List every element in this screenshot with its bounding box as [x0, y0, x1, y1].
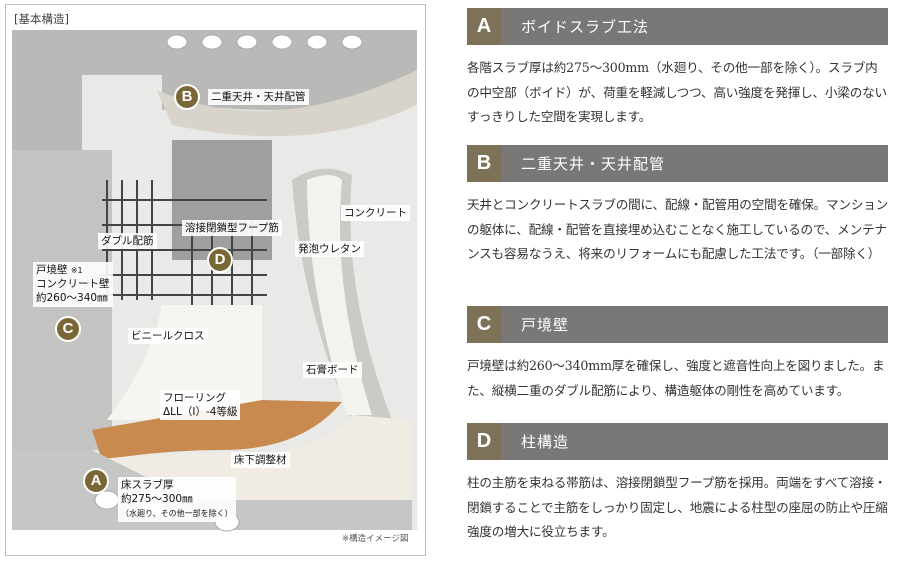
section-a: A ボイドスラブ工法 各階スラブ厚は約275〜300mm（水廻り、その他一部を除く… [467, 8, 888, 130]
label-double-rebar: ダブル配筋 [98, 233, 157, 250]
label-wall-3: 約260〜340㎜ [36, 292, 108, 305]
section-a-badge: A [467, 8, 501, 45]
gypsum-board [307, 175, 372, 415]
section-c-body: 戸境壁は約260〜340mm厚を確保し、強度と遮音性向上を図りました。また、縦横… [467, 358, 885, 398]
label-wall-2: コンクリート壁 [36, 278, 110, 291]
section-c-badge: C [467, 306, 501, 343]
section-d: D 柱構造 柱の主筋を束ねる帯筋は、溶接閉鎖型フープ筋を採用。両端をすべて溶接・閉… [467, 423, 888, 545]
marker-b: B [174, 84, 200, 110]
label-slab-1: 床スラブ厚 [121, 479, 174, 491]
label-urethane: 発泡ウレタン [295, 241, 364, 258]
structure-illustration [12, 30, 417, 532]
section-b-badge: B [467, 145, 501, 182]
section-b-header: B 二重天井・天井配管 [467, 145, 888, 182]
section-c-header: C 戸境壁 [467, 306, 888, 343]
label-hoop: 溶接閉鎖型フープ筋 [182, 220, 282, 237]
marker-c: C [55, 316, 81, 342]
section-d-header: D 柱構造 [467, 423, 888, 460]
section-c-title: 戸境壁 [521, 316, 570, 334]
section-d-body: 柱の主筋を束ねる帯筋は、溶接閉鎖型フープ筋を採用。両端をすべて溶接・閉鎖すること… [467, 475, 888, 539]
label-double-ceiling: 二重天井・天井配管 [208, 89, 309, 106]
diagram-caption: ※構造イメージ図 [342, 534, 409, 544]
section-b: B 二重天井・天井配管 天井とコンクリートスラブの間に、配線・配管用の空間を確保。… [467, 145, 888, 267]
label-wall-1: 戸境壁 [36, 264, 68, 276]
section-a-header: A ボイドスラブ工法 [467, 8, 888, 45]
flooring [92, 400, 342, 460]
label-flooring-2: ΔLL（I）-4等級 [163, 406, 238, 419]
label-flooring: フローリング ΔLL（I）-4等級 [160, 390, 241, 421]
double-ceiling [157, 70, 417, 137]
label-slab: 床スラブ厚約275〜300㎜ （水廻り、その他一部を除く） [118, 477, 236, 522]
label-subfloor: 床下調整材 [231, 452, 290, 469]
label-slab-3: （水廻り、その他一部を除く） [121, 509, 233, 519]
floor-slab [12, 450, 412, 530]
label-wall-note: ※1 [70, 266, 83, 275]
marker-d: D [207, 247, 233, 273]
section-a-title: ボイドスラブ工法 [521, 18, 650, 36]
section-a-body: 各階スラブ厚は約275〜300mm（水廻り、その他一部を除く）。スラブ内の中空部… [467, 60, 887, 124]
label-vinyl-cloth: ビニールクロス [128, 328, 208, 345]
label-gypsum: 石膏ボード [303, 362, 362, 379]
section-d-badge: D [467, 423, 501, 460]
section-c: C 戸境壁 戸境壁は約260〜340mm厚を確保し、強度と遮音性向上を図りました。… [467, 306, 888, 403]
label-flooring-1: フローリング [163, 392, 226, 404]
label-wall: 戸境壁 ※1 コンクリート壁約260〜340㎜ [33, 262, 113, 307]
label-slab-2: 約275〜300㎜ [121, 493, 193, 506]
marker-a: A [83, 468, 109, 494]
section-d-title: 柱構造 [521, 433, 570, 451]
diagram-title: [基本構造] [14, 12, 69, 26]
section-b-body: 天井とコンクリートスラブの間に、配線・配管用の空間を確保。マンションの躯体に、配… [467, 197, 889, 261]
label-concrete: コンクリート [341, 205, 410, 222]
section-b-title: 二重天井・天井配管 [521, 155, 666, 173]
